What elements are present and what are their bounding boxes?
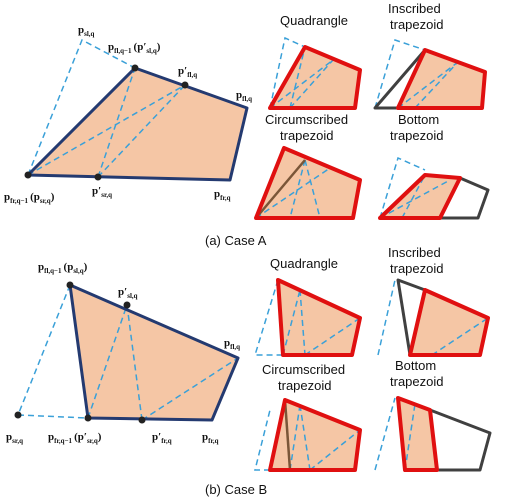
case-a-caption: (a) Case A [205, 233, 267, 248]
case-a-dashed-left-boundary [27, 38, 136, 176]
case-b-main-figure [14, 281, 240, 424]
case-a-panel-bottom-trapezoid [378, 156, 490, 220]
case-a-point-fl-prime [181, 81, 189, 89]
case-b-title-bottom-1: Bottom [395, 358, 436, 373]
case-a-title-inscribed-2: trapezoid [390, 17, 443, 32]
case-a-title-quadrangle: Quadrangle [280, 13, 348, 28]
case-b-title-circumscribed-1: Circumscribed [262, 362, 345, 377]
case-a-panel-circumscribed-trapezoid [254, 146, 362, 220]
case-b-point-sr [14, 411, 22, 419]
case-b-label-p-sl-prime: p′sl,q [118, 286, 138, 300]
case-b-label-p-fr-prime: p′fr,q [152, 431, 172, 445]
case-a-title-bottom-2: trapezoid [390, 128, 443, 143]
case-a-label-p-fl-prev: pfl,q−1(p′sl,q) [108, 41, 161, 55]
case-b-label-p-fr: pfr,q [202, 431, 219, 445]
case-b-dashed-diagonal-3 [141, 357, 239, 421]
case-b-point-fl-prev [66, 281, 74, 289]
case-b-title-bottom-2: trapezoid [390, 374, 443, 389]
case-a-title-bottom-1: Bottom [398, 112, 439, 127]
case-b-label-p-fl-prev: pfl,q−1(psl,q) [38, 261, 88, 275]
case-a-main-figure [24, 38, 249, 182]
case-b-quadrangle-outline [68, 283, 240, 422]
case-a-label-p-fl: pfl,q [236, 89, 252, 103]
case-a-quadrangle-fill [28, 68, 247, 180]
case-a-title-inscribed-1: Inscribed [388, 1, 441, 16]
case-a-quadrangle-outline [26, 66, 249, 182]
case-a-label-p-fl-prime: p′fl,q [178, 65, 197, 79]
case-a-point-fr-prev [24, 171, 32, 179]
case-a-panel-quadrangle [268, 36, 362, 110]
case-b-title-inscribed-2: trapezoid [390, 261, 443, 276]
case-b-panel-inscribed-trapezoid [377, 278, 490, 357]
case-b-panel-circumscribed-trapezoid [254, 398, 362, 472]
case-b-point-fr-prev [84, 414, 92, 422]
case-b-label-p-sr: psr,q [6, 431, 23, 445]
case-b-title-inscribed-1: Inscribed [388, 245, 441, 260]
case-a-point-sr-prime [94, 173, 102, 181]
case-a-label-p-fr: pfr,q [214, 188, 231, 202]
case-a-label-p-fr-prev: pfr,q−1(psr,q) [4, 191, 55, 205]
case-a-label-p-sr-prime: p′sr,q [92, 185, 112, 199]
case-b-point-fr-prime [138, 416, 146, 424]
case-b-caption: (b) Case B [205, 482, 267, 497]
case-b-title-quadrangle: Quadrangle [270, 256, 338, 271]
case-b-quadrangle-fill [70, 285, 238, 420]
case-b-title-circumscribed-2: trapezoid [278, 378, 331, 393]
case-a-label-p-sl: psl,q [78, 24, 95, 38]
case-b-panel-bottom-trapezoid [374, 396, 492, 472]
case-b-label-p-fr-prev: pfr,q−1(p′sr,q) [48, 431, 102, 445]
case-a-point-fl-prev [131, 64, 139, 72]
case-a-dashed-diagonal-3 [97, 67, 136, 178]
case-b-label-p-fl: pfl,q [224, 337, 240, 351]
case-a-title-circumscribed-2: trapezoid [280, 128, 333, 143]
case-a-panel-inscribed-trapezoid [373, 39, 487, 110]
case-a-dashed-diagonal-2 [97, 84, 186, 178]
case-b-point-sl-prime [123, 301, 131, 309]
case-a-title-circumscribed-1: Circumscribed [265, 112, 348, 127]
case-b-panel-quadrangle [253, 278, 362, 357]
case-a-dashed-diagonal-1 [27, 84, 186, 176]
